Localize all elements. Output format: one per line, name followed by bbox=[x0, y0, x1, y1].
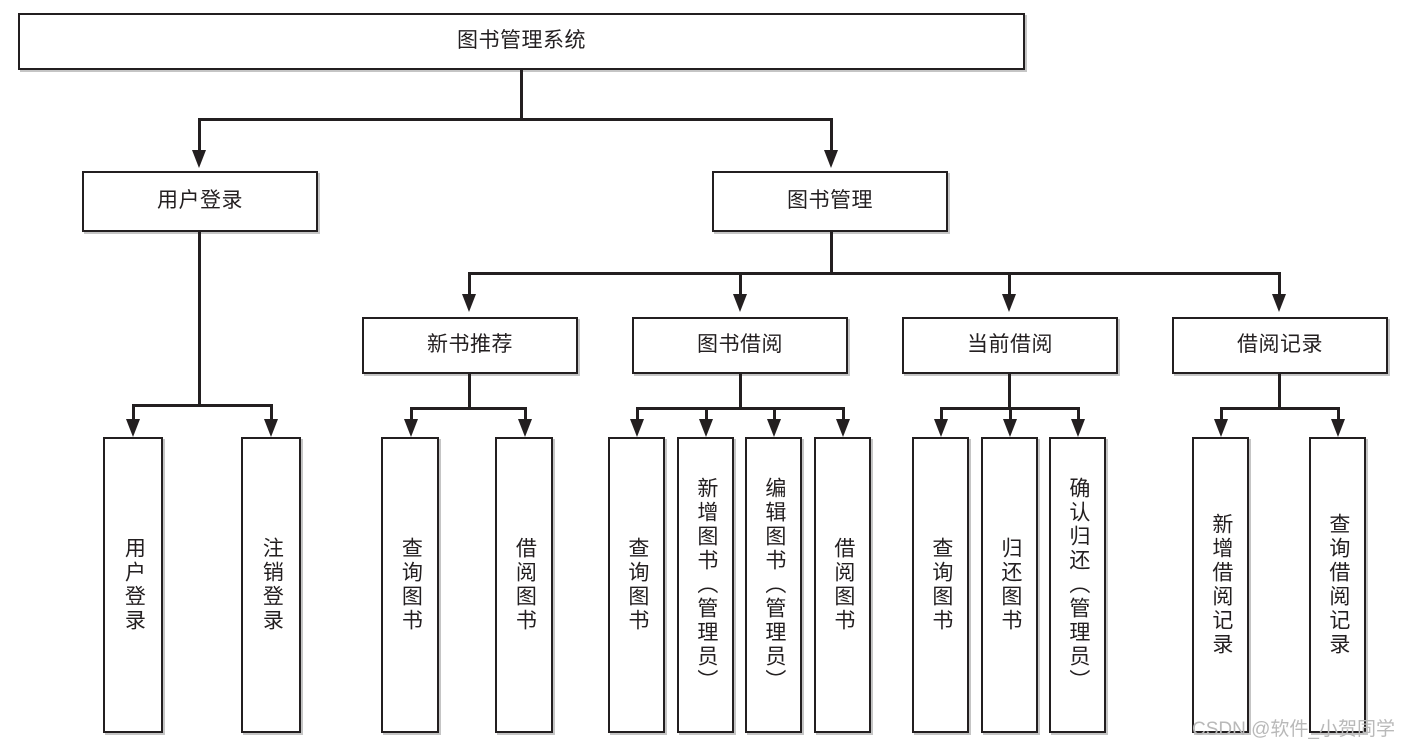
edge-borrow-to-leaf5 bbox=[636, 407, 639, 423]
node-leaf8-label: 借阅图书 bbox=[831, 537, 855, 633]
node-leaf12[interactable]: 新增借阅记录 bbox=[1192, 437, 1249, 733]
edge-current-to-leaf11 bbox=[1077, 407, 1080, 423]
edge-root-stem bbox=[520, 70, 523, 118]
edge-borrow-to-leaf7 bbox=[773, 407, 776, 423]
node-bookmgmt[interactable]: 图书管理 bbox=[712, 171, 948, 232]
arrow-borrow-to-leaf5 bbox=[630, 419, 644, 437]
node-leaf7[interactable]: 编辑图书（管理员） bbox=[745, 437, 802, 733]
arrow-bookmgmt-to-newbook bbox=[462, 294, 476, 312]
node-leaf12-label: 新增借阅记录 bbox=[1209, 513, 1233, 657]
node-leaf11-label: 确认归还（管理员） bbox=[1066, 477, 1090, 693]
node-leaf5[interactable]: 查询图书 bbox=[608, 437, 665, 733]
node-leaf1[interactable]: 用户登录 bbox=[103, 437, 163, 733]
edge-login-stem bbox=[198, 232, 201, 404]
edge-borrow-to-leaf8 bbox=[842, 407, 845, 423]
node-root-label: 图书管理系统 bbox=[457, 29, 586, 53]
edge-newbook-stem bbox=[468, 374, 471, 407]
arrow-borrow-to-leaf7 bbox=[767, 419, 781, 437]
node-leaf7-label: 编辑图书（管理员） bbox=[762, 477, 786, 693]
node-login-label: 用户登录 bbox=[157, 189, 243, 213]
edge-current-to-leaf9 bbox=[940, 407, 943, 423]
edge-records-stem bbox=[1278, 374, 1281, 407]
node-leaf4-label: 借阅图书 bbox=[513, 537, 537, 633]
node-newbook[interactable]: 新书推荐 bbox=[362, 317, 578, 374]
node-leaf6-label: 新增图书（管理员） bbox=[694, 477, 718, 693]
node-records[interactable]: 借阅记录 bbox=[1172, 317, 1388, 374]
node-bookmgmt-label: 图书管理 bbox=[787, 189, 873, 213]
edge-borrow-to-leaf6 bbox=[705, 407, 708, 423]
arrow-borrow-to-leaf6 bbox=[699, 419, 713, 437]
edge-root-to-login bbox=[198, 118, 201, 152]
node-leaf11[interactable]: 确认归还（管理员） bbox=[1049, 437, 1106, 733]
node-leaf13[interactable]: 查询借阅记录 bbox=[1309, 437, 1366, 733]
node-borrow[interactable]: 图书借阅 bbox=[632, 317, 848, 374]
node-leaf4[interactable]: 借阅图书 bbox=[495, 437, 553, 733]
edge-records-bus bbox=[1220, 407, 1339, 410]
edge-login-to-leaf2 bbox=[270, 404, 273, 424]
arrow-bookmgmt-to-current bbox=[1002, 294, 1016, 312]
node-leaf1-label: 用户登录 bbox=[122, 537, 146, 633]
edge-current-stem bbox=[1008, 374, 1011, 407]
arrow-bookmgmt-to-borrow bbox=[733, 294, 747, 312]
arrow-login-to-leaf1 bbox=[126, 419, 140, 437]
node-login[interactable]: 用户登录 bbox=[82, 171, 318, 232]
arrow-root-to-bookmgmt bbox=[824, 150, 838, 168]
node-current[interactable]: 当前借阅 bbox=[902, 317, 1118, 374]
edge-bookmgmt-to-borrow bbox=[739, 272, 742, 298]
edge-login-bus bbox=[132, 404, 271, 407]
edge-newbook-to-leaf3 bbox=[410, 407, 413, 423]
edge-root-to-bookmgmt bbox=[830, 118, 833, 152]
node-leaf13-label: 查询借阅记录 bbox=[1326, 513, 1350, 657]
edge-newbook-bus bbox=[410, 407, 526, 410]
edge-login-to-leaf1 bbox=[132, 404, 135, 424]
edge-bookmgmt-bus bbox=[468, 272, 1280, 275]
node-current-label: 当前借阅 bbox=[967, 333, 1053, 357]
arrow-records-to-leaf13 bbox=[1331, 419, 1345, 437]
node-leaf8[interactable]: 借阅图书 bbox=[814, 437, 871, 733]
arrow-current-to-leaf10 bbox=[1003, 419, 1017, 437]
node-leaf3-label: 查询图书 bbox=[399, 537, 423, 633]
edge-root-bus bbox=[198, 118, 832, 121]
node-leaf6[interactable]: 新增图书（管理员） bbox=[677, 437, 734, 733]
edge-bookmgmt-to-current bbox=[1008, 272, 1011, 298]
arrow-borrow-to-leaf8 bbox=[836, 419, 850, 437]
arrow-login-to-leaf2 bbox=[264, 419, 278, 437]
node-leaf2[interactable]: 注销登录 bbox=[241, 437, 301, 733]
node-leaf5-label: 查询图书 bbox=[625, 537, 649, 633]
edge-borrow-stem bbox=[739, 374, 742, 407]
node-root[interactable]: 图书管理系统 bbox=[18, 13, 1025, 70]
node-leaf9[interactable]: 查询图书 bbox=[912, 437, 969, 733]
edge-records-to-leaf12 bbox=[1220, 407, 1223, 423]
node-newbook-label: 新书推荐 bbox=[427, 333, 513, 357]
node-leaf10-label: 归还图书 bbox=[998, 537, 1022, 633]
node-leaf9-label: 查询图书 bbox=[929, 537, 953, 633]
edge-borrow-bus bbox=[636, 407, 844, 410]
edge-records-to-leaf13 bbox=[1337, 407, 1340, 423]
node-leaf3[interactable]: 查询图书 bbox=[381, 437, 439, 733]
edge-bookmgmt-to-newbook bbox=[468, 272, 471, 298]
node-borrow-label: 图书借阅 bbox=[697, 333, 783, 357]
edge-current-to-leaf10 bbox=[1009, 407, 1012, 423]
arrow-records-to-leaf12 bbox=[1214, 419, 1228, 437]
node-leaf10[interactable]: 归还图书 bbox=[981, 437, 1038, 733]
node-records-label: 借阅记录 bbox=[1237, 333, 1323, 357]
node-leaf2-label: 注销登录 bbox=[260, 537, 284, 633]
arrow-current-to-leaf9 bbox=[934, 419, 948, 437]
arrow-current-to-leaf11 bbox=[1071, 419, 1085, 437]
edge-bookmgmt-stem bbox=[830, 232, 833, 272]
arrow-newbook-to-leaf3 bbox=[404, 419, 418, 437]
arrow-root-to-login bbox=[192, 150, 206, 168]
arrow-newbook-to-leaf4 bbox=[518, 419, 532, 437]
arrow-bookmgmt-to-records bbox=[1272, 294, 1286, 312]
edge-newbook-to-leaf4 bbox=[524, 407, 527, 423]
edge-bookmgmt-to-records bbox=[1278, 272, 1281, 298]
